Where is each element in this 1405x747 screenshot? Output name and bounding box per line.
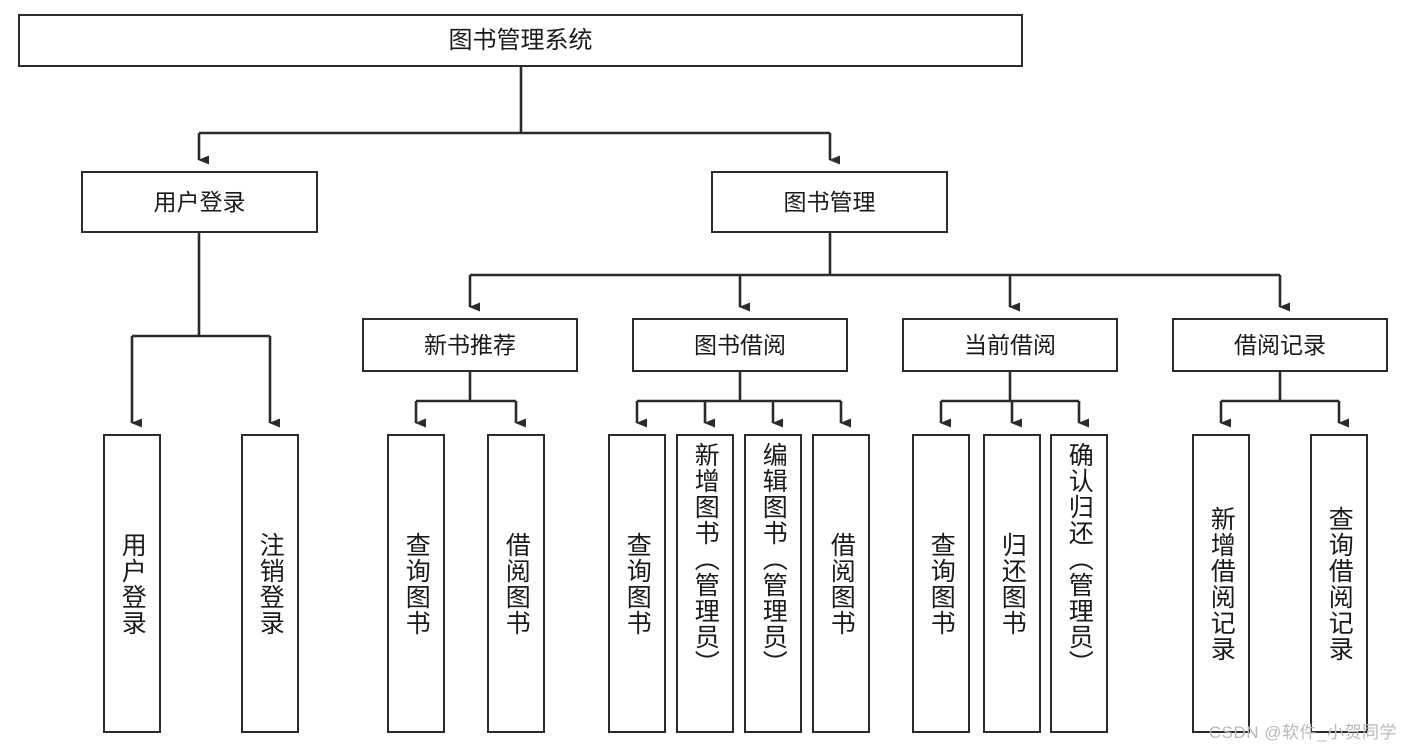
node-leaf-user-login-label: 用户登录 xyxy=(118,531,147,636)
node-borrow-record-label: 借阅记录 xyxy=(1234,331,1326,358)
node-leaf-user-logout[interactable]: 注销登录 xyxy=(241,434,299,733)
node-leaf-borrow-book-2-label: 借阅图书 xyxy=(827,531,856,636)
node-leaf-query-book-1-label: 查询图书 xyxy=(402,531,431,636)
node-leaf-query-borrow-record-label: 查询借阅记录 xyxy=(1325,505,1354,662)
node-current-borrow-label: 当前借阅 xyxy=(964,331,1056,358)
node-leaf-confirm-return-admin[interactable]: 确认归还（管理员） xyxy=(1050,434,1108,733)
node-book-borrow-label: 图书借阅 xyxy=(694,331,786,358)
node-leaf-query-book-2-label: 查询图书 xyxy=(623,531,652,636)
node-leaf-edit-book-admin[interactable]: 编辑图书（管理员） xyxy=(744,434,802,733)
node-book-borrow[interactable]: 图书借阅 xyxy=(632,318,848,372)
node-user-login[interactable]: 用户登录 xyxy=(81,171,318,233)
node-root[interactable]: 图书管理系统 xyxy=(18,14,1023,67)
node-leaf-add-book-admin[interactable]: 新增图书（管理员） xyxy=(676,434,734,733)
node-leaf-add-borrow-record-label: 新增借阅记录 xyxy=(1207,505,1236,662)
node-leaf-borrow-book-2[interactable]: 借阅图书 xyxy=(812,434,870,733)
node-leaf-query-borrow-record[interactable]: 查询借阅记录 xyxy=(1310,434,1368,733)
node-leaf-return-book-label: 归还图书 xyxy=(998,531,1027,636)
node-borrow-record[interactable]: 借阅记录 xyxy=(1172,318,1388,372)
node-leaf-user-login[interactable]: 用户登录 xyxy=(103,434,161,733)
node-leaf-return-book[interactable]: 归还图书 xyxy=(983,434,1041,733)
node-leaf-confirm-return-admin-label: 确认归还（管理员） xyxy=(1065,442,1094,676)
node-leaf-add-borrow-record[interactable]: 新增借阅记录 xyxy=(1192,434,1250,733)
node-new-book-recommend[interactable]: 新书推荐 xyxy=(362,318,578,372)
node-leaf-query-book-3-label: 查询图书 xyxy=(927,531,956,636)
node-book-manage-label: 图书管理 xyxy=(783,188,876,215)
node-leaf-user-logout-label: 注销登录 xyxy=(256,531,285,636)
node-new-book-recommend-label: 新书推荐 xyxy=(424,331,516,358)
node-leaf-query-book-3[interactable]: 查询图书 xyxy=(912,434,970,733)
csdn-watermark: CSDN @软件_小贺同学 xyxy=(1208,723,1397,742)
node-root-label: 图书管理系统 xyxy=(448,26,593,54)
node-leaf-query-book-1[interactable]: 查询图书 xyxy=(387,434,445,733)
node-leaf-add-book-admin-label: 新增图书（管理员） xyxy=(691,442,720,676)
node-book-manage[interactable]: 图书管理 xyxy=(711,171,948,233)
node-user-login-label: 用户登录 xyxy=(153,188,246,215)
node-leaf-edit-book-admin-label: 编辑图书（管理员） xyxy=(759,442,788,676)
node-leaf-query-book-2[interactable]: 查询图书 xyxy=(608,434,666,733)
node-leaf-borrow-book-1-label: 借阅图书 xyxy=(502,531,531,636)
node-current-borrow[interactable]: 当前借阅 xyxy=(902,318,1118,372)
node-leaf-borrow-book-1[interactable]: 借阅图书 xyxy=(487,434,545,733)
